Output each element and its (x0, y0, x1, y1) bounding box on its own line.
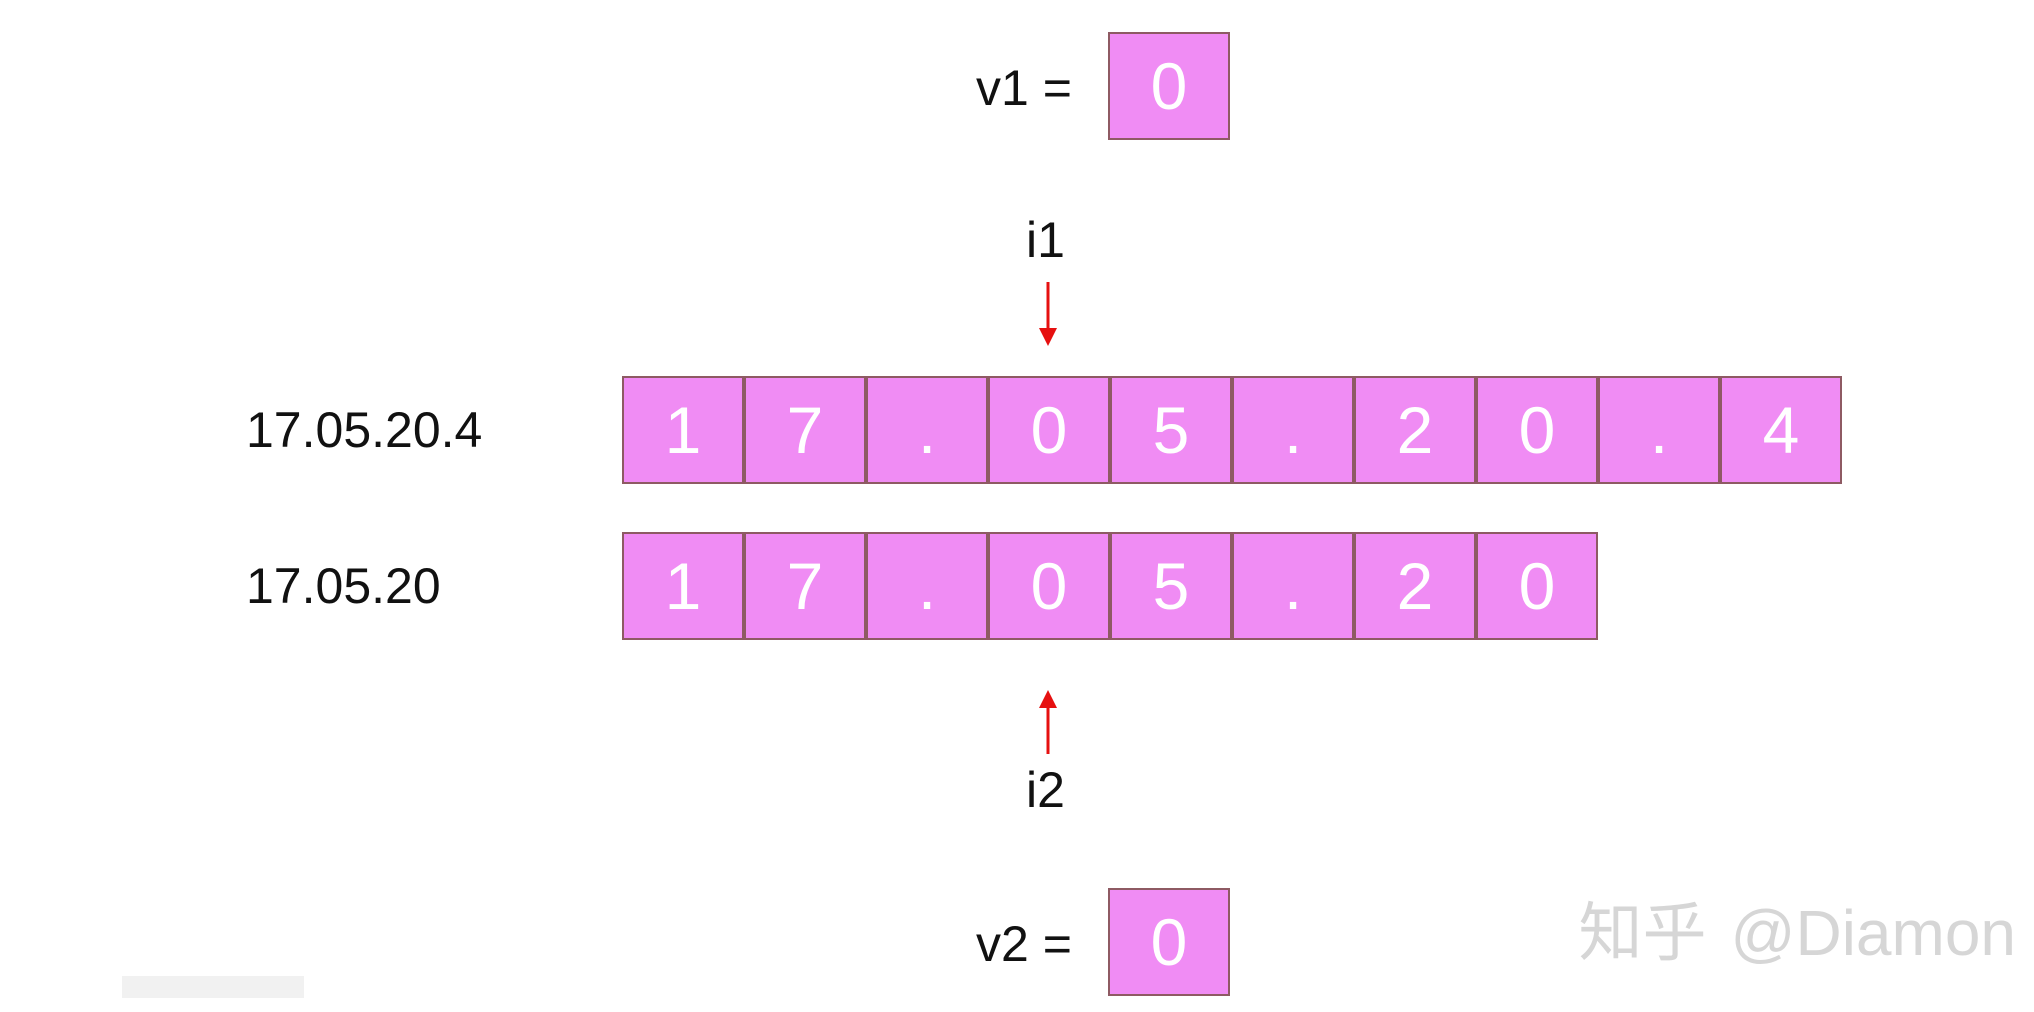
version-a-cell: 5 (1110, 376, 1232, 484)
version-b-cell: 2 (1354, 532, 1476, 640)
v1-value-box: 0 (1108, 32, 1230, 140)
version-b-cell: 7 (744, 532, 866, 640)
v2-value-box: 0 (1108, 888, 1230, 996)
down-arrow-icon (1039, 282, 1057, 346)
version-b-cell: . (866, 532, 988, 640)
version-a-cell: 0 (1476, 376, 1598, 484)
up-arrow-icon (1039, 690, 1057, 754)
i1-label: i1 (1026, 212, 1065, 268)
version-a-cell: 7 (744, 376, 866, 484)
version-a-label: 17.05.20.4 (246, 402, 483, 458)
blurred-caption (122, 976, 304, 998)
version-a-cell: . (1232, 376, 1354, 484)
version-a-cell: 4 (1720, 376, 1842, 484)
watermark: 知乎 @Diamon (1579, 896, 2017, 970)
version-b-cell: 0 (1476, 532, 1598, 640)
i2-label: i2 (1026, 762, 1065, 818)
version-a-cell: 2 (1354, 376, 1476, 484)
version-a-cell: 0 (988, 376, 1110, 484)
version-b-cell: 0 (988, 532, 1110, 640)
version-b-label: 17.05.20 (246, 558, 441, 614)
version-b-cell: . (1232, 532, 1354, 640)
version-a-cell: . (1598, 376, 1720, 484)
version-b-cell: 1 (622, 532, 744, 640)
watermark-site: 知乎 (1578, 897, 1707, 969)
watermark-user: @Diamon (1730, 897, 2017, 969)
v1-label: v1 = (976, 60, 1072, 116)
version-b-cell: 5 (1110, 532, 1232, 640)
v2-label: v2 = (976, 916, 1072, 972)
version-a-cell: 1 (622, 376, 744, 484)
version-a-cell: . (866, 376, 988, 484)
